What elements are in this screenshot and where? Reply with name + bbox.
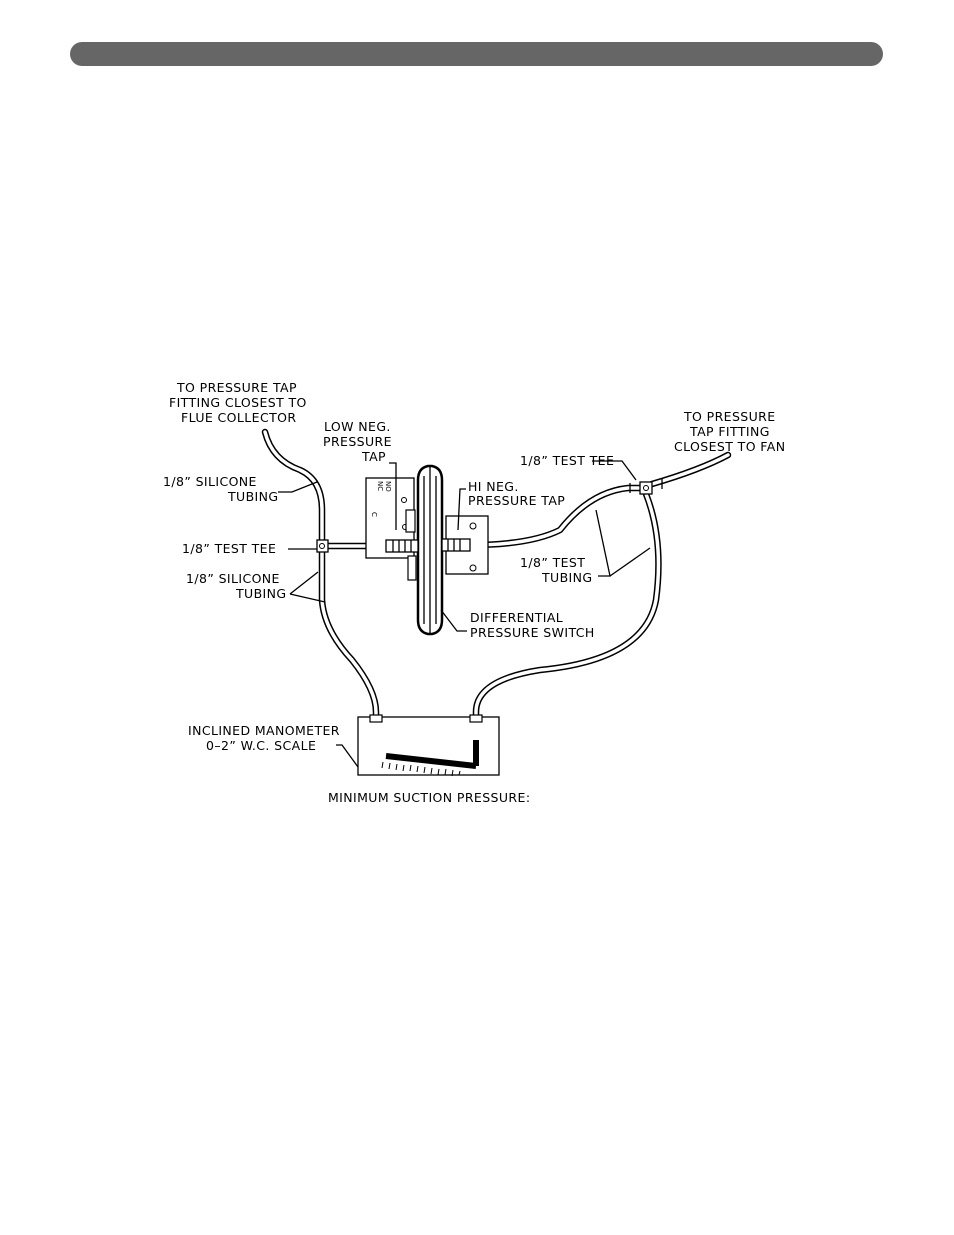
label-fan-tap: TO PRESSURE TAP FITTING CLOSEST TO FAN [674, 409, 785, 454]
hi-neg-line-1: HI NEG. [468, 479, 519, 494]
inclined-manometer [357, 714, 500, 777]
silicone-top-line-2: TUBING [227, 489, 278, 504]
low-neg-line-1: LOW NEG. [324, 419, 391, 434]
label-silicone-bottom: 1/8” SILICONE TUBING [186, 571, 286, 601]
terminal-c: C [370, 512, 378, 517]
left-test-tee [316, 539, 329, 553]
label-test-tee-right: 1/8” TEST TEE [520, 453, 614, 468]
label-flue-tap: TO PRESSURE TAP FITTING CLOSEST TO FLUE … [169, 380, 307, 425]
right-test-tee [629, 479, 663, 495]
low-neg-line-2: PRESSURE [323, 434, 392, 449]
low-neg-line-3: TAP [361, 449, 386, 464]
label-minimum-suction: MINIMUM SUCTION PRESSURE: [328, 790, 530, 805]
label-test-tee-left: 1/8” TEST TEE [182, 541, 276, 556]
silicone-bottom-line-2: TUBING [235, 586, 286, 601]
label-hi-neg: HI NEG. PRESSURE TAP [468, 479, 565, 508]
fan-tap-line-1: TO PRESSURE [683, 409, 776, 424]
hi-neg-line-2: PRESSURE TAP [468, 493, 565, 508]
manometer-line-2: 0–2” W.C. SCALE [206, 738, 316, 753]
label-low-neg: LOW NEG. PRESSURE TAP [323, 419, 392, 464]
label-silicone-top: 1/8” SILICONE TUBING [163, 474, 278, 504]
label-test-tubing: 1/8” TEST TUBING [520, 555, 592, 585]
header-bar [70, 42, 883, 66]
flue-tap-line-2: FITTING CLOSEST TO [169, 395, 307, 410]
flue-tap-line-1: TO PRESSURE TAP [176, 380, 297, 395]
fan-tap-line-2: TAP FITTING [689, 424, 770, 439]
silicone-bottom-line-1: 1/8” SILICONE [186, 571, 280, 586]
manometer-scale [381, 761, 461, 777]
test-tubing-line-1: 1/8” TEST [520, 555, 585, 570]
label-differential-switch: DIFFERENTIAL PRESSURE SWITCH [470, 610, 595, 640]
terminal-no: NO [384, 481, 392, 492]
flue-tap-line-3: FLUE COLLECTOR [181, 410, 296, 425]
terminal-nc: NC [376, 481, 384, 491]
label-manometer: INCLINED MANOMETER 0–2” W.C. SCALE [188, 723, 340, 753]
differential-pressure-switch: C NC NO [365, 464, 489, 636]
leader-lines [278, 460, 651, 768]
manometer-line-1: INCLINED MANOMETER [188, 723, 340, 738]
silicone-top-line-1: 1/8” SILICONE [163, 474, 257, 489]
diff-switch-line-2: PRESSURE SWITCH [470, 625, 595, 640]
diff-switch-line-1: DIFFERENTIAL [470, 610, 563, 625]
fan-tap-line-3: CLOSEST TO FAN [674, 439, 785, 454]
test-tubing-line-2: TUBING [541, 570, 592, 585]
